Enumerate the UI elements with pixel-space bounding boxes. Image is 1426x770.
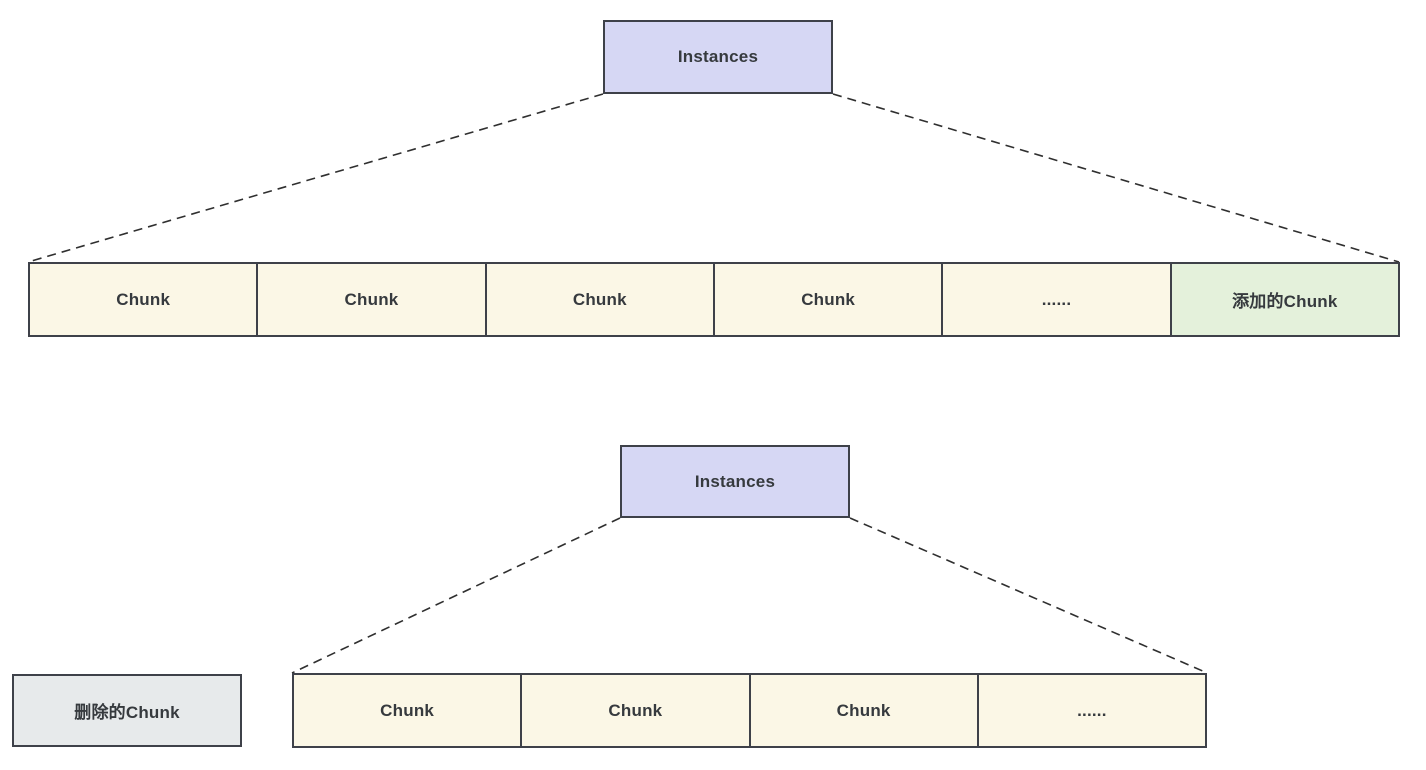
chunk-cell: Chunk xyxy=(748,673,979,748)
chunk-cell: Chunk xyxy=(256,262,487,337)
instances-label-bottom: Instances xyxy=(694,471,776,491)
connector-bottom-right xyxy=(849,517,1206,673)
ellipsis-label: ...... xyxy=(1041,289,1072,309)
chunk-cell: Chunk xyxy=(292,673,523,748)
deleted-chunk-box: 删除的Chunk xyxy=(12,674,242,747)
connector-bottom-left xyxy=(291,517,621,674)
chunk-cell: Chunk xyxy=(28,262,259,337)
chunk-label: Chunk xyxy=(344,289,399,309)
ellipsis-cell: ...... xyxy=(941,262,1172,337)
deleted-chunk-label: 删除的Chunk xyxy=(74,703,180,722)
added-chunk-label: 添加的Chunk xyxy=(1232,292,1338,311)
chunk-label: Chunk xyxy=(836,700,891,720)
chunk-cell: Chunk xyxy=(484,262,715,337)
chunk-row-top: Chunk Chunk Chunk Chunk ...... 添加的Chunk xyxy=(28,262,1400,337)
instances-box-bottom: Instances xyxy=(620,445,850,518)
connector-top-right xyxy=(832,93,1400,263)
ellipsis-cell: ...... xyxy=(976,673,1207,748)
chunk-label: Chunk xyxy=(380,700,435,720)
chunk-label: Chunk xyxy=(801,289,856,309)
connector-top-left xyxy=(27,93,604,263)
ellipsis-label: ...... xyxy=(1077,700,1107,720)
chunk-label: Chunk xyxy=(572,289,627,309)
chunk-cell: Chunk xyxy=(520,673,751,748)
chunk-cell: Chunk xyxy=(712,262,944,337)
instances-label-top: Instances xyxy=(677,47,759,66)
chunk-row-bottom: Chunk Chunk Chunk ...... xyxy=(292,673,1207,748)
instances-box-top: Instances xyxy=(603,20,833,94)
chunk-label: Chunk xyxy=(116,289,171,309)
added-chunk-cell: 添加的Chunk xyxy=(1169,262,1400,337)
chunk-label: Chunk xyxy=(608,700,663,720)
